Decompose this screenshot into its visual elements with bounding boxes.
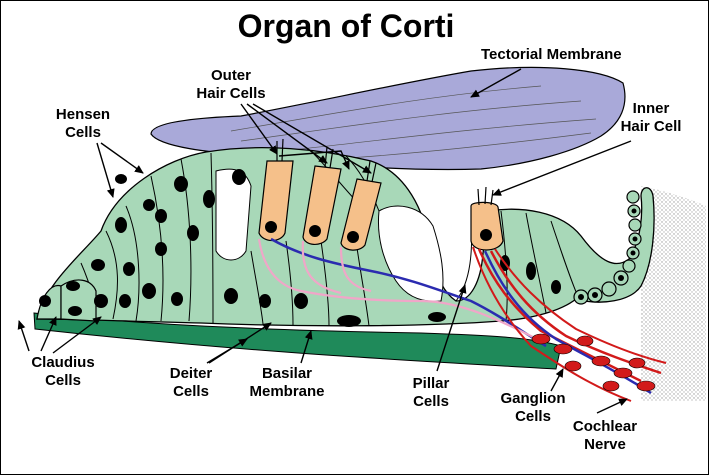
label-ganglion-cells-line2: Cells xyxy=(515,408,551,425)
label-cochlear-nerve-line2: Nerve xyxy=(584,436,626,453)
label-claudius-cells-line1: Claudius xyxy=(31,354,94,371)
label-outer-hair-cells-line1: Outer xyxy=(211,67,251,84)
label-basilar-membrane-line1: Basilar xyxy=(262,365,312,382)
outer-tunnel xyxy=(216,169,251,260)
label-deiter-cells-line1: Deiter xyxy=(170,365,213,382)
label-outer-hair-cells-line2: Hair Cells xyxy=(196,85,265,102)
label-pillar-cells-line2: Cells xyxy=(413,393,449,410)
label-deiter-cells-line2: Cells xyxy=(173,383,209,400)
label-basilar-membrane-line2: Membrane xyxy=(249,383,324,400)
label-hensen-cells-line1: Hensen xyxy=(56,106,110,123)
label-claudius-cells-line2: Cells xyxy=(45,372,81,389)
label-inner-hair-cell-line1: Inner xyxy=(633,100,670,117)
inner-hair-cell xyxy=(471,187,503,250)
label-pillar-cells-line1: Pillar xyxy=(413,375,450,392)
diagram-title: Organ of Corti xyxy=(238,8,455,44)
label-tectorial-membrane: Tectorial Membrane xyxy=(481,46,622,63)
label-hensen-cells-line2: Cells xyxy=(65,124,101,141)
label-ganglion-cells-line1: Ganglion xyxy=(501,390,566,407)
label-inner-hair-cell-line2: Hair Cell xyxy=(621,118,682,135)
label-cochlear-nerve-line1: Cochlear xyxy=(573,418,637,435)
